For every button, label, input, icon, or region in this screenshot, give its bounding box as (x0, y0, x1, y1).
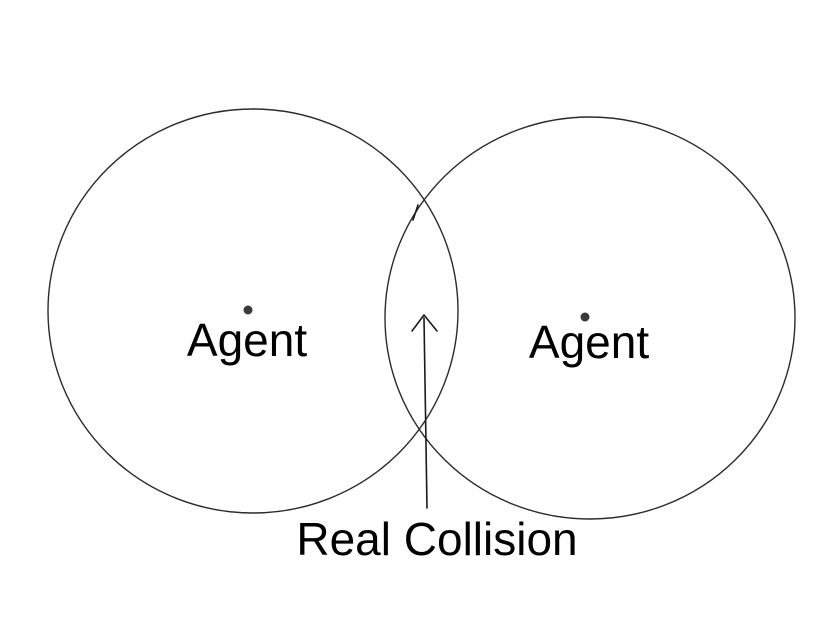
collision-arrow (411, 314, 438, 509)
agent-right-radius-circle (384, 116, 796, 520)
agent-right-center-dot (580, 312, 590, 322)
collision-label: Real Collision (296, 513, 577, 565)
agent-right: Agent (384, 116, 796, 520)
agent-left-radius-circle (47, 108, 459, 514)
agent-left: Agent (47, 108, 459, 514)
agent-left-center-dot (243, 305, 253, 315)
collision-arrow-head (411, 314, 438, 332)
agent-left-label: Agent (187, 314, 307, 366)
agent-right-label: Agent (529, 316, 649, 368)
overlap-sketch-stroke (412, 204, 419, 221)
collision-arrow-shaft (423, 317, 428, 509)
